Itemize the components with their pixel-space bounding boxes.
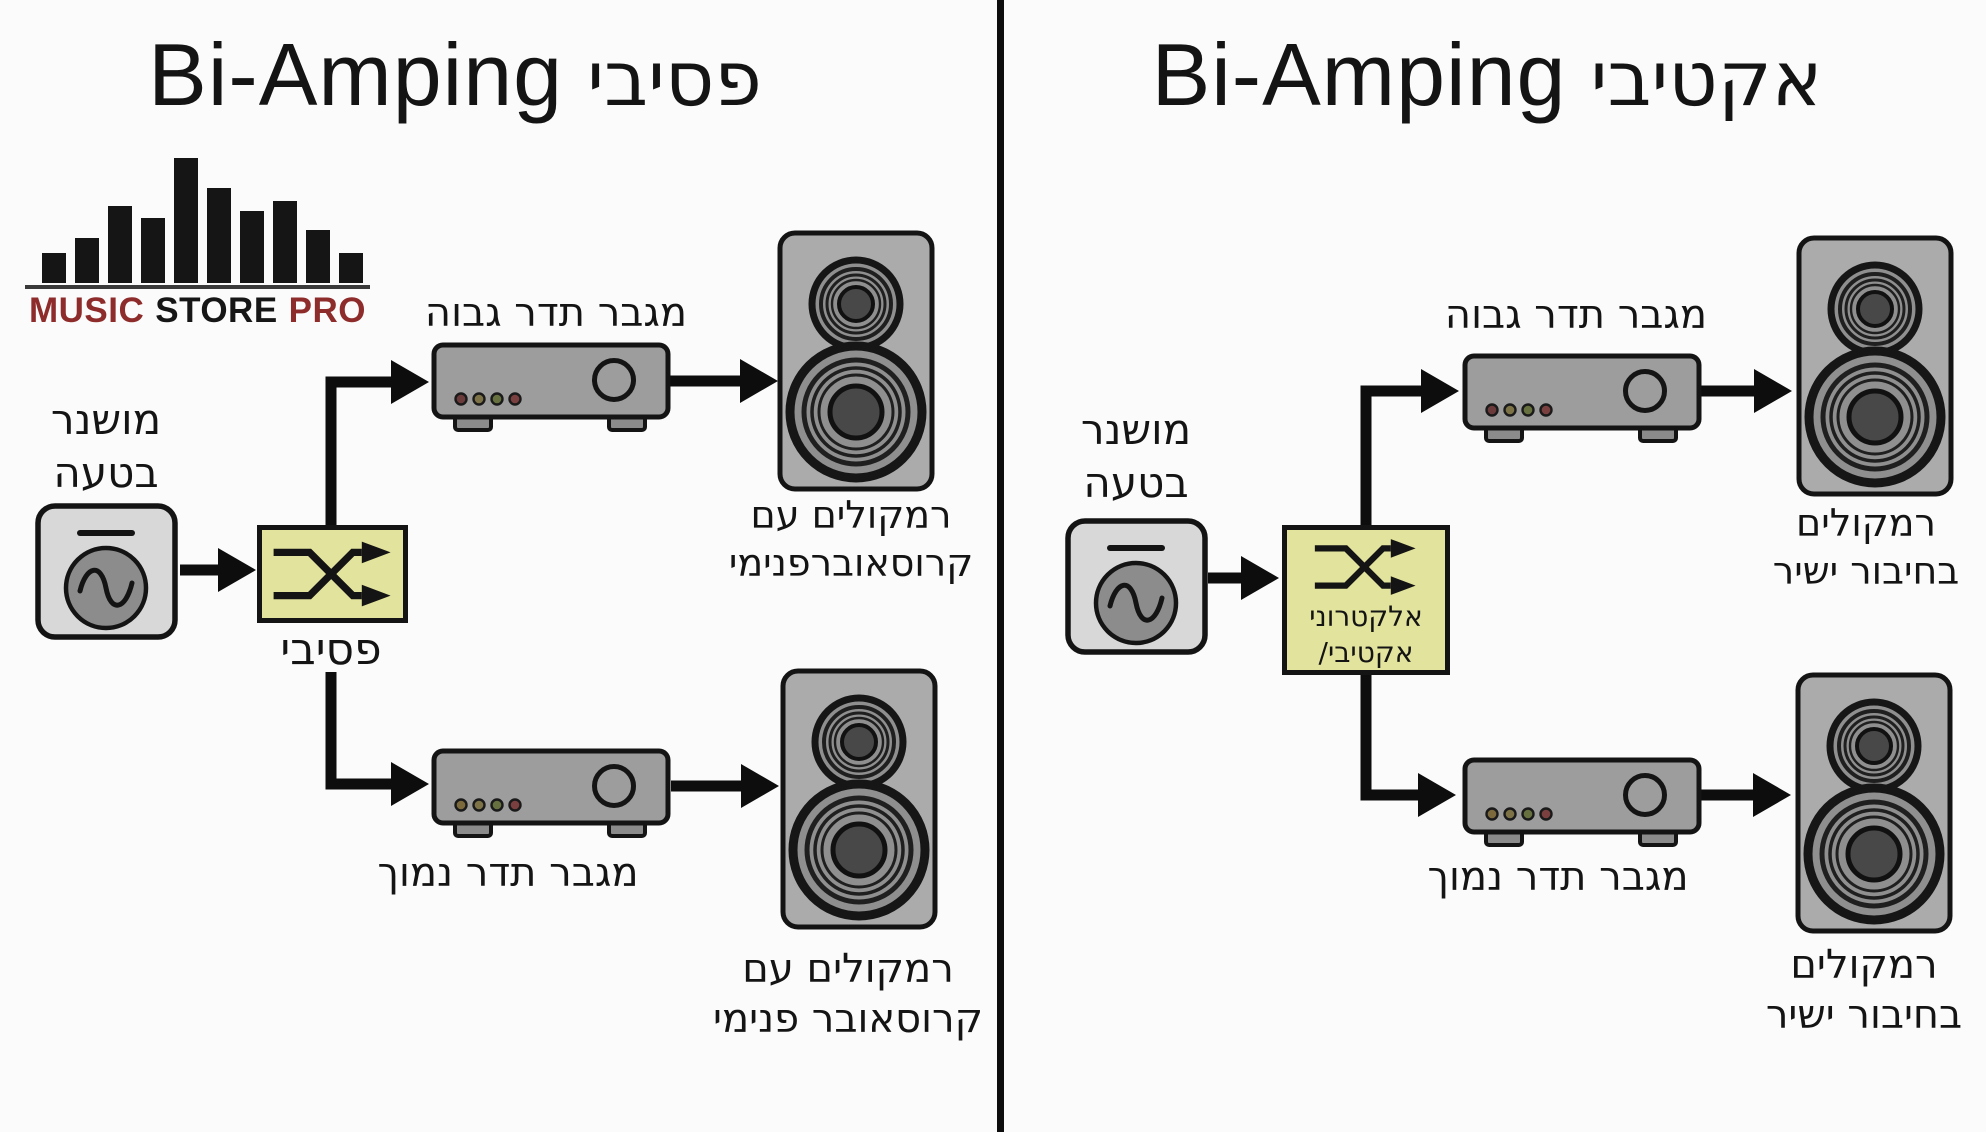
speaker-top-label-left-line2: קרוסאוברפנימי: [728, 540, 974, 585]
speaker-bottom-label-left: רמקולים עם קרוסאובר פנימי: [713, 944, 983, 1045]
amp-high-label-right: מגבר תדר גבוה: [1444, 292, 1708, 338]
amplifier-high-right: [1462, 353, 1702, 445]
signal-source-icon: [35, 503, 178, 640]
crossover-label-active-line1: אלקטרוני: [1309, 599, 1423, 633]
title-passive-hebrew: פסיבי: [587, 34, 762, 123]
crossover-label-passive: פסיבי: [280, 624, 382, 675]
logo-bar: [273, 201, 297, 283]
speaker-bottom-left: [780, 668, 938, 930]
source-label-right: מושנר בטעה: [1081, 404, 1191, 510]
crossover-box-passive: [257, 525, 408, 623]
logo-word-store: STORE: [155, 291, 278, 330]
speaker-top-label-right: רמקולים בחיבור ישיר: [1773, 500, 1960, 596]
speaker-icon: [1796, 235, 1954, 497]
signal-source-icon: [1065, 518, 1208, 655]
speaker-bottom-right: [1795, 672, 1953, 934]
amp-high-label-left: מגבר תדר גבוה: [424, 290, 688, 336]
amplifier-icon: [1462, 353, 1702, 443]
source-label-right-line1: מושנר: [1080, 405, 1192, 454]
title-passive-latin: Bi-Amping: [148, 25, 564, 124]
logo-bar: [240, 211, 264, 283]
logo-bar: [108, 206, 132, 283]
speaker-bottom-label-left-line2: קרוסאובר פנימי: [713, 996, 983, 1043]
speaker-bottom-label-left-line1: רמקולים עם: [742, 946, 954, 992]
crossover-icon: [273, 541, 391, 607]
speaker-top-left: [777, 230, 935, 492]
speaker-icon: [1795, 672, 1953, 934]
amplifier-icon: [431, 748, 671, 838]
speaker-top-label-right-line1: רמקולים: [1796, 501, 1936, 545]
logo-bar: [141, 218, 165, 283]
source-label-left: מושנר בטעה: [51, 394, 161, 500]
logo-bar: [207, 188, 231, 283]
amplifier-low-left: [431, 748, 671, 840]
signal-source-left: [35, 503, 178, 640]
logo-divider-line: [25, 285, 370, 289]
crossover-label-active-line2: /אקטיבי: [1318, 635, 1414, 669]
speaker-top-label-left: רמקולים עם קרוסאוברפנימי: [729, 492, 973, 588]
title-active: Bi-Amping אקטיבי: [1152, 24, 1823, 126]
title-active-latin: Bi-Amping: [1151, 25, 1567, 124]
crossover-box-active: אלקטרוני /אקטיבי: [1282, 525, 1450, 675]
logo-bar: [75, 238, 99, 283]
speaker-bottom-label-right-line2: בחיבור ישיר: [1765, 992, 1963, 1039]
amp-low-label-right: מגבר תדר נמוך: [1427, 854, 1689, 900]
source-label-left-line1: מושנר: [50, 395, 162, 444]
amplifier-low-right: [1462, 757, 1702, 849]
amplifier-high-left: [431, 342, 671, 434]
speaker-top-label-left-line1: רמקולים עם: [750, 493, 952, 537]
amplifier-icon: [431, 342, 671, 432]
logo-bar: [306, 230, 330, 283]
logo-bar: [339, 253, 363, 283]
speaker-icon: [780, 668, 938, 930]
logo-text: MUSIC STORE PRO: [25, 291, 370, 331]
speaker-top-right: [1796, 235, 1954, 497]
title-active-hebrew: אקטיבי: [1590, 34, 1823, 123]
speaker-icon: [777, 230, 935, 492]
speaker-bottom-label-right: רמקולים בחיבור ישיר: [1766, 940, 1962, 1041]
speaker-top-label-right-line2: בחיבור ישיר: [1772, 548, 1960, 593]
source-label-right-line2: בטעה: [1083, 457, 1189, 507]
signal-source-right: [1065, 518, 1208, 655]
logo-equalizer-bars-icon: [25, 156, 370, 283]
logo-bar: [174, 158, 198, 283]
logo-word-music: MUSIC: [28, 291, 145, 330]
logo-music-store-pro: MUSIC STORE PRO: [25, 156, 370, 331]
title-passive: Bi-Amping פסיבי: [148, 24, 762, 126]
amp-low-label-left: מגבר תדר נמוך: [377, 850, 639, 896]
panel-divider: [997, 0, 1004, 1132]
source-label-left-line2: בטעה: [53, 447, 159, 497]
amplifier-icon: [1462, 757, 1702, 847]
crossover-icon: [1314, 538, 1416, 595]
logo-bar: [42, 253, 66, 283]
logo-word-pro: PRO: [288, 291, 367, 330]
speaker-bottom-label-right-line1: רמקולים: [1790, 942, 1938, 988]
